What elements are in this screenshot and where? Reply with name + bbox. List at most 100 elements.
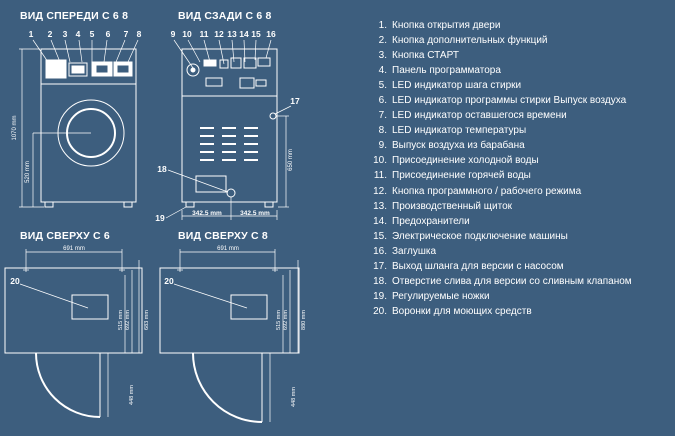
back-dim-left: 342.5 mm xyxy=(192,210,222,217)
legend-item: 11. Присоединение горячей воды xyxy=(372,168,632,183)
back-callout-16: 16 xyxy=(266,29,276,39)
legend-text: Кнопка СТАРТ xyxy=(392,50,459,62)
back-callout-11: 11 xyxy=(200,29,209,39)
legend-number: 12. xyxy=(373,185,387,197)
top-c6-dim-door: 448 mm xyxy=(129,385,135,405)
back-cabinet xyxy=(181,48,278,203)
top-c8-dim-door: 448 mm xyxy=(291,387,297,407)
legend-item: 19. Регулируемые ножки xyxy=(372,289,632,304)
back-callout-12: 12 xyxy=(214,29,224,39)
front-callout-7: 7 xyxy=(124,29,129,39)
legend-number: 20. xyxy=(373,305,387,317)
legend-number: 4. xyxy=(378,65,387,77)
legend-item: 13. Производственный щиток xyxy=(372,199,632,214)
legend-item: 17.Выход шланга для версии с насосом xyxy=(372,259,632,274)
front-cabinet xyxy=(40,48,137,203)
legend-item: 5. LED индикатор шага стирки xyxy=(372,78,632,93)
front-callout-3: 3 xyxy=(63,29,68,39)
legend-number: 7. xyxy=(378,110,387,122)
back-dim-right: 342.5 mm xyxy=(240,210,270,217)
legend-text: LED индикатор оставшегося времени xyxy=(392,110,567,122)
legend-item: 20. Воронки для моющих средств xyxy=(372,304,632,319)
legend-item: 4.Панель программатора xyxy=(372,63,632,78)
legend-number: 18. xyxy=(373,275,387,287)
legend-number: 10. xyxy=(373,155,387,167)
top-c8-callout-20: 20 xyxy=(164,276,174,286)
door-release-button xyxy=(45,59,67,79)
legend-number: 11. xyxy=(373,170,387,182)
legend-number: 8. xyxy=(378,125,387,137)
legend-number: 15. xyxy=(373,230,387,242)
legend-number: 16. xyxy=(373,245,387,257)
front-callout-5: 5 xyxy=(90,29,95,39)
top-c8-dim-b: 692 mm xyxy=(283,310,289,330)
front-callout-1: 1 xyxy=(29,29,34,39)
top-c6-callout-20: 20 xyxy=(10,276,20,286)
back-callout-14: 14 xyxy=(239,29,249,39)
legend-item: 3. Кнопка СТАРТ xyxy=(372,48,632,63)
legend-text: Воронки для моющих средств xyxy=(392,305,532,317)
front-callout-2: 2 xyxy=(48,29,53,39)
back-dim-side: 650 mm xyxy=(288,149,294,171)
legend-item: 16.Заглушка xyxy=(372,244,632,259)
legend-text: Производственный щиток xyxy=(392,200,513,212)
back-callout-10: 10 xyxy=(182,29,192,39)
back-callout-19: 19 xyxy=(155,213,165,223)
front-callout-6: 6 xyxy=(106,29,111,39)
legend-text: LED индикатор шага стирки xyxy=(392,80,522,92)
legend-item: 7. LED индикатор оставшегося времени xyxy=(372,108,632,123)
legend-item: 1. Кнопка открытия двери xyxy=(372,18,632,33)
legend-text: Кнопка дополнительных функций xyxy=(392,35,548,47)
legend-list: 1. Кнопка открытия двери 2. Кнопка дополни… xyxy=(372,18,632,319)
legend-item: 15. Электрическое подключение машины xyxy=(372,229,632,244)
air-outlet xyxy=(186,63,200,77)
legend-number: 2. xyxy=(378,35,387,47)
legend-text: Отверстие слива для версии со сливным кл… xyxy=(392,275,632,287)
top-view-c6: 691 mm 20 515 mm 692 mm 683 mm 448 mm xyxy=(4,246,150,418)
legend-text: Выпуск воздуха из барабана xyxy=(392,140,525,152)
legend-text: Присоединение холодной воды xyxy=(392,155,539,167)
legend-item: 6. LED индикатор программы стирки Выпуск … xyxy=(372,93,632,108)
front-view: 1 2 3 4 5 6 7 8 xyxy=(12,29,142,208)
top-c8-dim-c: 880 mm xyxy=(301,310,307,330)
legend-text: Присоединение горячей воды xyxy=(392,170,531,182)
front-dim-height: 1070 mm xyxy=(12,115,18,140)
legend-text: LED индикатор программы стирки Выпуск во… xyxy=(392,95,627,107)
top-c6-detergent-drawer xyxy=(71,294,109,320)
back-view-title: ВИД СЗАДИ С 6 8 xyxy=(178,10,272,22)
legend-text: Регулируемые ножки xyxy=(392,290,490,302)
legend-text: Предохранители xyxy=(392,215,470,227)
back-callout-13: 13 xyxy=(227,29,237,39)
back-callout-15: 15 xyxy=(251,29,261,39)
legend-text: Электрическое подключение машины xyxy=(392,230,568,242)
legend-item: 10. Присоединение холодной воды xyxy=(372,153,632,168)
front-callout-4: 4 xyxy=(76,29,81,39)
legend-number: 19. xyxy=(373,290,387,302)
back-callout-9: 9 xyxy=(171,29,176,39)
front-callout-8: 8 xyxy=(137,29,142,39)
top-c6-dim-width: 691 mm xyxy=(63,246,85,252)
back-view: 9 10 11 12 13 14 15 16 xyxy=(155,29,300,223)
legend-text: Кнопка программного / рабочего режима xyxy=(392,185,582,197)
top-c6-dim-c: 683 mm xyxy=(144,310,150,330)
legend-text: Кнопка открытия двери xyxy=(392,20,501,31)
legend-number: 1. xyxy=(378,20,387,31)
legend-item: 12. Кнопка программного / рабочего режима xyxy=(372,184,632,199)
top-c8-dim-a: 515 mm xyxy=(276,310,282,330)
legend-number: 14. xyxy=(373,215,387,227)
top-view-c8: 691 mm 20 515 mm 692 mm 880 mm 448 mm xyxy=(159,246,307,423)
legend-item: 9. Выпуск воздуха из барабана xyxy=(372,138,632,153)
legend-number: 13. xyxy=(373,200,387,212)
legend-text: Выход шланга для версии с насосом xyxy=(392,260,564,272)
back-callout-18: 18 xyxy=(157,164,167,174)
legend-item: 8. LED индикатор температуры xyxy=(372,123,632,138)
legend-item: 18. Отверстие слива для версии со сливным… xyxy=(372,274,632,289)
legend-text: LED индикатор температуры xyxy=(392,125,527,137)
legend-item: 2. Кнопка дополнительных функций xyxy=(372,33,632,48)
legend-item: 14. Предохранители xyxy=(372,214,632,229)
legend-number: 6. xyxy=(378,95,387,107)
legend-number: 3. xyxy=(378,50,387,62)
legend-number: 5. xyxy=(378,80,387,92)
legend-number: 9. xyxy=(378,140,387,152)
program-panel xyxy=(68,62,88,77)
